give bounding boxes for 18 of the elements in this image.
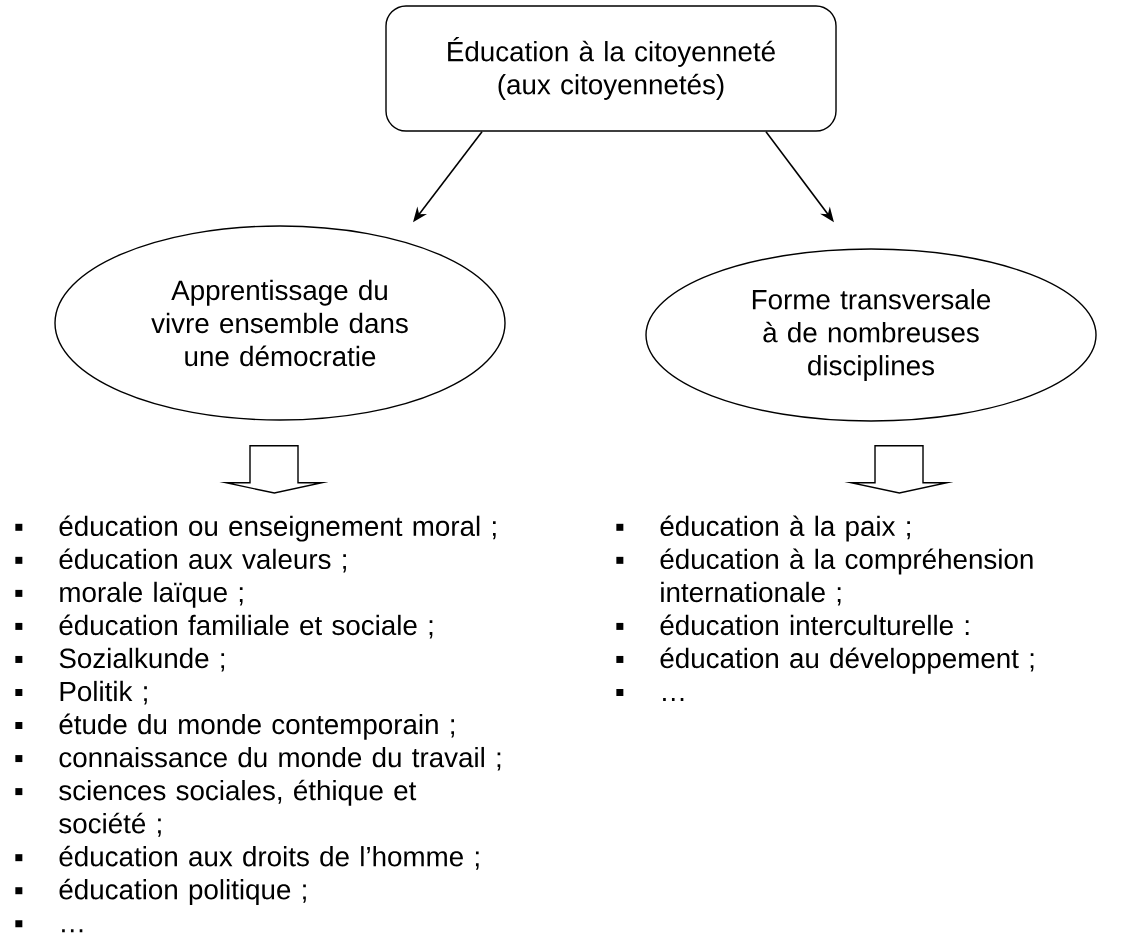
list-item: éducation ou enseignement moral ; [15, 515, 496, 542]
list-item: éducation politique ; [15, 878, 306, 905]
list-item: connaissance du monde du travail ; [15, 746, 501, 771]
list-item: éducation à la paix ; [616, 515, 910, 542]
block-arrow [844, 445, 954, 494]
list-item: éducation interculturelle : [616, 614, 969, 636]
list-item: Sozialkunde ; [15, 647, 225, 672]
list-item: éducation à la compréhension internationale ; [616, 548, 1033, 606]
block-arrow [219, 445, 329, 494]
list-item: éducation aux droits de l’homme ; [15, 845, 479, 870]
list-item: éducation aux valeurs ; [15, 548, 346, 573]
list-item: sciences sociales, éthique et société ; [15, 779, 417, 837]
list-item: morale laïque ; [15, 581, 243, 608]
rounded-box: Éducation à la citoyenneté (aux citoyennetés) [385, 5, 837, 132]
list-item: Politik ; [15, 680, 147, 705]
list-item: éducation familiale et sociale ; [15, 614, 433, 639]
list-item: éducation au développement ; [616, 647, 1034, 674]
list-item: étude du monde contemporain ; [15, 713, 454, 740]
